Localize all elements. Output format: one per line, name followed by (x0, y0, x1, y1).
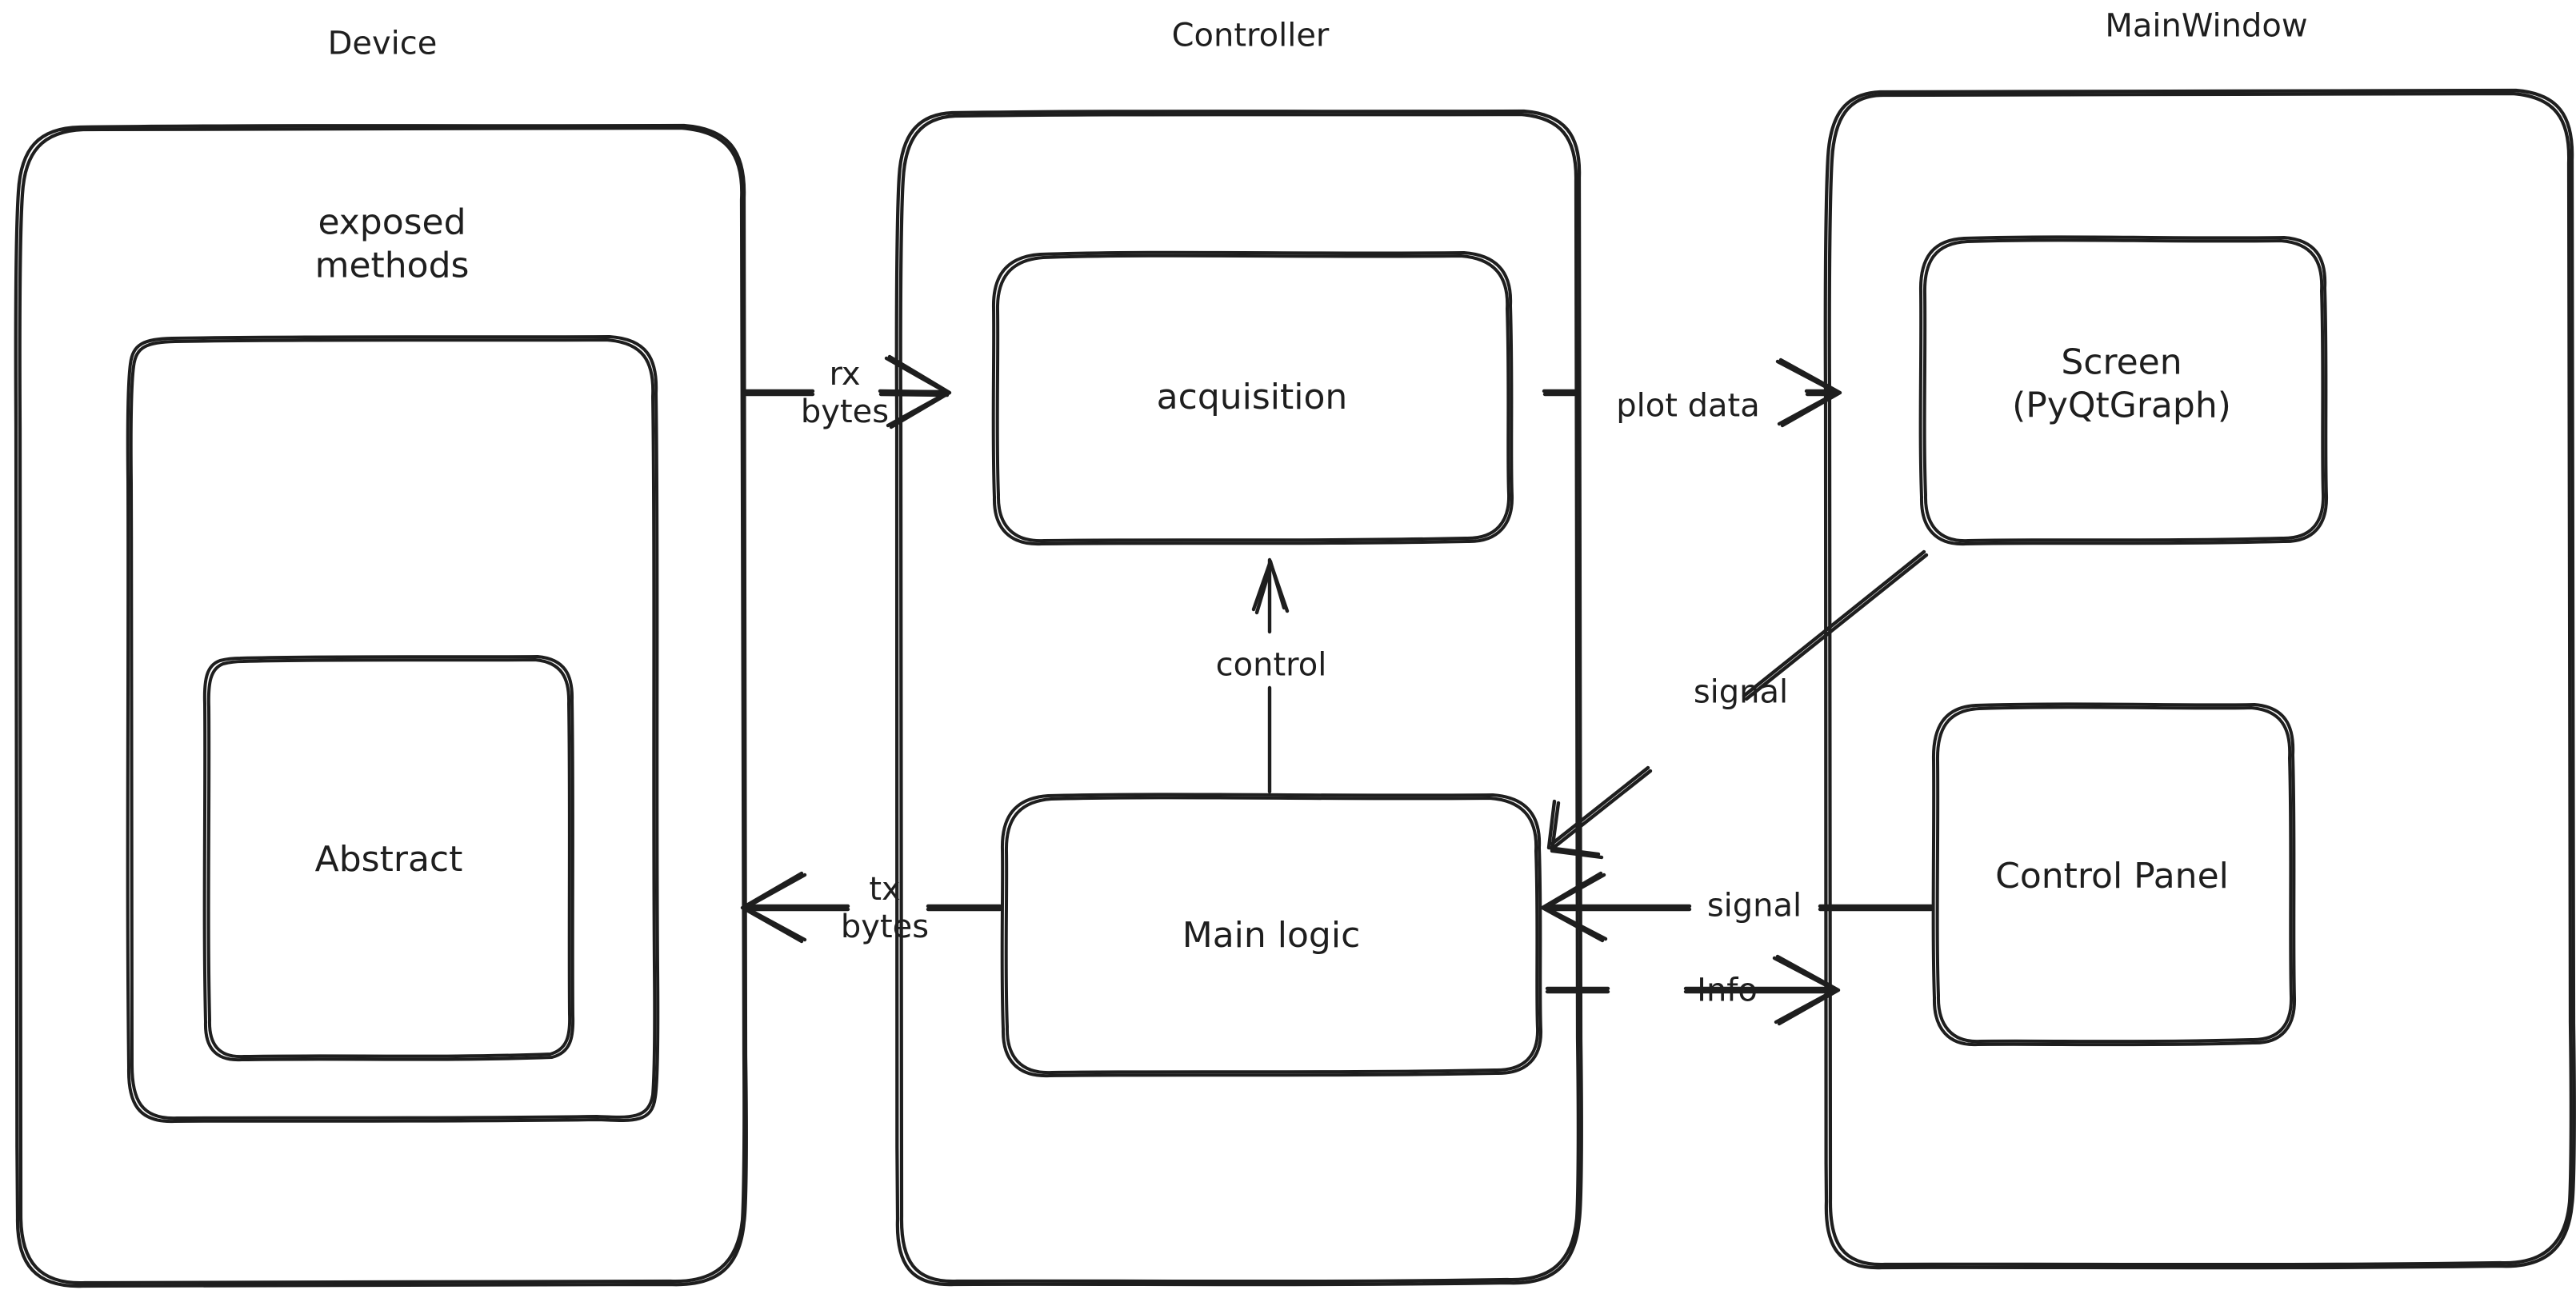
node-box-screen (1918, 235, 2329, 546)
edge-info (1545, 954, 1841, 1026)
group-container-mainwindow (1823, 88, 2576, 1270)
edge-control (1251, 557, 1290, 794)
node-box-main-logic (1000, 793, 1543, 1078)
node-box-control-panel (1931, 702, 2297, 1047)
group-container-device (14, 123, 748, 1288)
node-box-abstract (202, 655, 575, 1062)
edge-signal-panel (1540, 871, 1934, 943)
edge-tx-bytes (740, 871, 1002, 944)
node-box-exposed-methods (126, 335, 660, 1124)
edge-rx-bytes (743, 354, 952, 429)
edge-signal-screen (1546, 549, 1929, 860)
edge-plot-data (1542, 357, 1842, 428)
group-container-controller (894, 109, 1583, 1287)
node-box-acquisition (991, 250, 1514, 546)
